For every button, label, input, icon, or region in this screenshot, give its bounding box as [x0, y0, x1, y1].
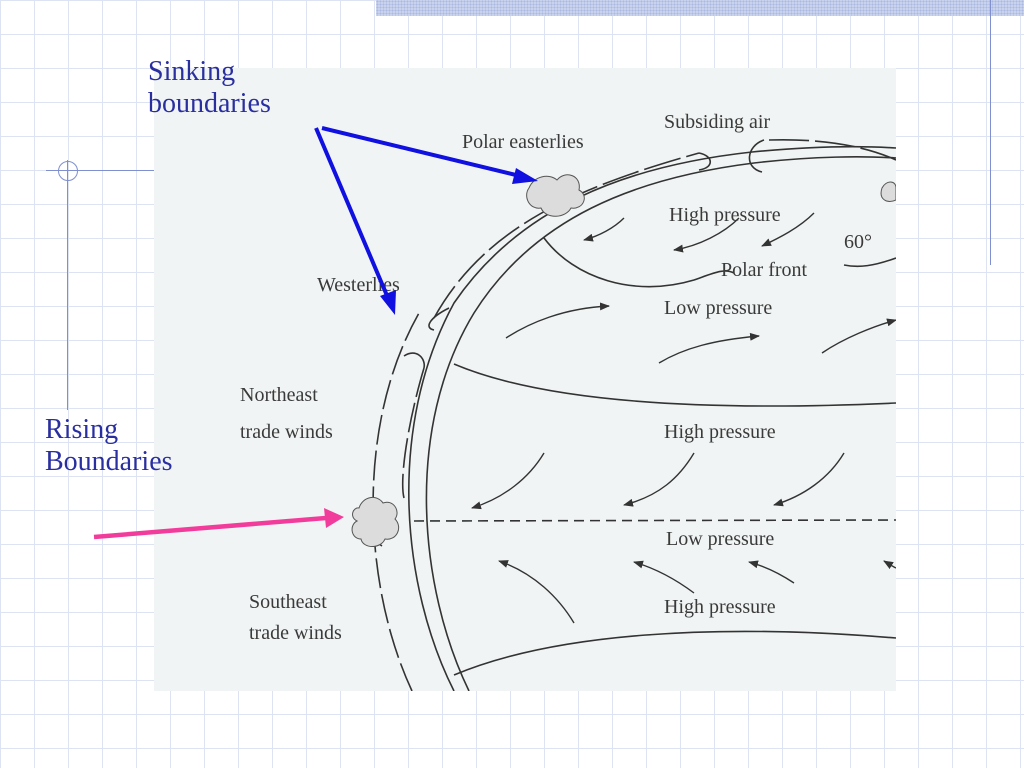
- label-low-pressure-equator: Low pressure: [666, 528, 774, 550]
- equator-dashed: [413, 519, 896, 522]
- ne-trade-loop: [403, 352, 426, 369]
- polar-cell-outer: [433, 152, 700, 319]
- sinking-arrow-to-westerlies: [314, 127, 396, 315]
- circulation-diagram: Polar easterlies Subsiding air High pres…: [240, 111, 896, 691]
- polar-loop-right: [748, 139, 765, 173]
- earth-limb-inner: [425, 156, 896, 691]
- sinking-boundaries-label: Sinking boundaries: [148, 56, 271, 120]
- westerlies-loop: [428, 307, 450, 331]
- label-northeast-trades-1: Northeast: [240, 384, 318, 406]
- label-low-pressure-60: Low pressure: [664, 297, 772, 319]
- sinking-label-line1: Sinking: [148, 56, 236, 87]
- left-rule-circle: [58, 161, 78, 181]
- polar-front-right: [843, 257, 896, 268]
- label-high-pressure-30n: High pressure: [664, 421, 776, 443]
- right-rule-vertical: [990, 0, 991, 265]
- global-circulation-figure: Polar easterlies Subsiding air High pres…: [154, 68, 896, 691]
- rising-label-line1: Rising: [45, 414, 119, 445]
- earth-limb-outer: [408, 146, 896, 691]
- rising-boundaries-label: Rising Boundaries: [45, 414, 173, 478]
- left-rule-horizontal: [46, 170, 154, 171]
- label-high-pressure-polar: High pressure: [669, 204, 781, 226]
- label-polar-front: Polar front: [721, 259, 808, 281]
- top-decorative-band: [376, 0, 1024, 16]
- label-latitude-60: 60°: [844, 231, 872, 253]
- label-polar-easterlies: Polar easterlies: [462, 131, 584, 153]
- ne-trade-inner: [401, 367, 425, 499]
- polar-cell-top: [768, 138, 896, 161]
- sinking-arrow-to-polar: [321, 126, 538, 184]
- midlat-boundary: [453, 363, 896, 407]
- label-high-pressure-30s: High pressure: [664, 596, 776, 618]
- sinking-label-line2: boundaries: [148, 88, 271, 119]
- rising-arrow-to-equator: [93, 508, 344, 540]
- label-southeast-trades-2: trade winds: [249, 622, 342, 644]
- left-rule-vertical: [67, 160, 68, 410]
- label-subsiding-air: Subsiding air: [664, 111, 770, 133]
- polar-front-line: [543, 237, 735, 288]
- southern-boundary: [453, 630, 896, 676]
- polar-loop-left: [698, 152, 712, 171]
- cloud-equator: [351, 496, 400, 547]
- cloud-polar-front: [526, 174, 585, 217]
- label-northeast-trades-2: trade winds: [240, 421, 333, 443]
- rising-label-line2: Boundaries: [45, 446, 173, 477]
- cloud-right-edge: [880, 181, 896, 202]
- label-southeast-trades-1: Southeast: [249, 591, 327, 613]
